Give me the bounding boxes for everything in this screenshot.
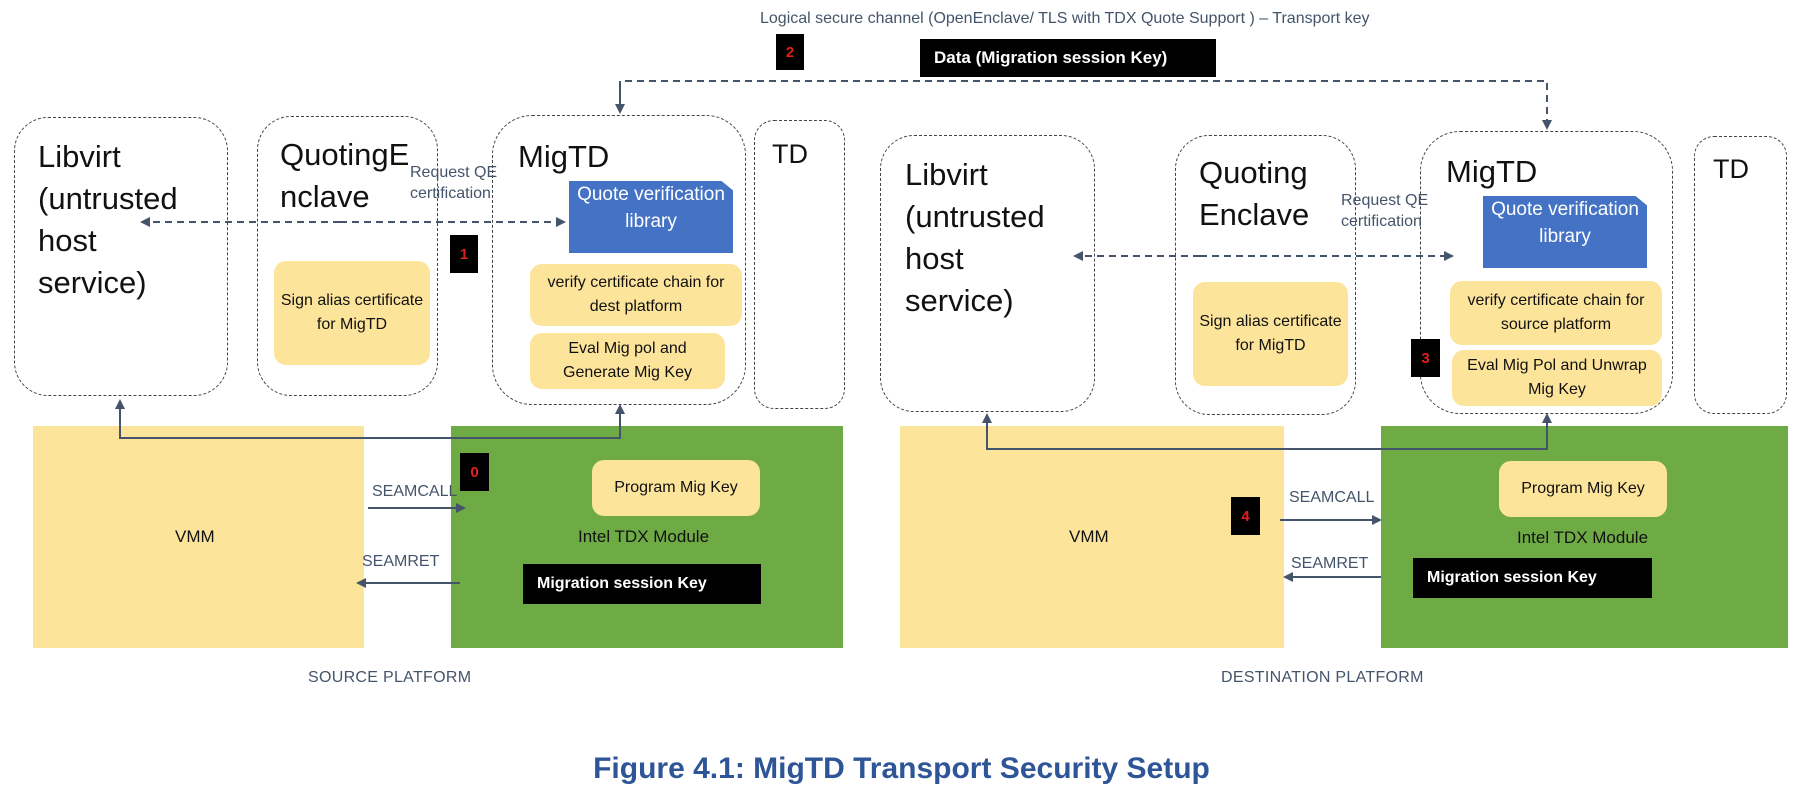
- dest-seamret-label: SEAMRET: [1291, 555, 1369, 572]
- source-migtd-title: MigTD: [518, 139, 610, 174]
- source-libvirt-box: [14, 117, 228, 396]
- dest-qe-sign-alias: Sign alias certificate for MigTD: [1193, 282, 1348, 386]
- source-seamret-label: SEAMRET: [362, 553, 440, 570]
- source-quoting-enclave-label: QuotingE nclave: [280, 137, 410, 214]
- dest-libvirt-box: [880, 135, 1095, 412]
- dest-platform-label: DESTINATION PLATFORM: [1221, 669, 1424, 686]
- step-4-badge: 4: [1231, 497, 1260, 535]
- dest-libvirt-label: Libvirt (untrusted host service): [905, 157, 1045, 318]
- source-td-box: [754, 120, 845, 409]
- dest-libvirt-migtd-connector: [986, 418, 1548, 450]
- source-vmm-label: VMM: [175, 527, 215, 546]
- source-qe-sign-alias: Sign alias certificate for MigTD: [274, 261, 430, 365]
- source-verify-cert-chain: verify certificate chain for dest platfo…: [530, 264, 742, 326]
- source-libvirt-label: Libvirt (untrusted host service): [38, 139, 178, 300]
- dest-seamcall-label: SEAMCALL: [1289, 489, 1375, 506]
- dest-request-qe-label: Request QE certification: [1341, 192, 1429, 230]
- dest-quote-verification-library: Quote verification library: [1483, 196, 1647, 268]
- step-1-badge: 1: [450, 235, 478, 273]
- step-3-badge: 3: [1411, 339, 1440, 377]
- data-migration-session-key-box: Data (Migration session Key): [920, 39, 1216, 77]
- step-2-badge: 2: [776, 34, 804, 70]
- source-program-mig-key: Program Mig Key: [592, 460, 760, 516]
- source-request-qe-label: Request QE certification: [410, 164, 498, 202]
- dest-vmm-label: VMM: [1069, 527, 1109, 546]
- source-seamcall-label: SEAMCALL: [372, 483, 458, 500]
- source-quote-verification-library: Quote verification library: [569, 181, 733, 253]
- source-migration-session-key: Migration session Key: [523, 564, 761, 604]
- source-eval-mig-pol: Eval Mig pol and Generate Mig Key: [530, 333, 725, 389]
- step-0-badge: 0: [460, 453, 489, 491]
- source-platform-label: SOURCE PLATFORM: [308, 669, 472, 686]
- source-td-label: TD: [772, 139, 808, 169]
- dest-tdx-module-label: Intel TDX Module: [1517, 528, 1649, 547]
- source-vmm-block: [33, 426, 364, 648]
- figure-caption: Figure 4.1: MigTD Transport Security Set…: [593, 752, 1210, 785]
- source-tdx-module-label: Intel TDX Module: [578, 527, 710, 546]
- secure-channel-label: Logical secure channel (OpenEnclave/ TLS…: [760, 10, 1370, 27]
- dest-quoting-enclave-label: Quoting Enclave: [1199, 155, 1310, 232]
- dest-td-box: [1694, 136, 1787, 414]
- dest-td-label: TD: [1713, 154, 1749, 184]
- secure-channel-connector: [619, 80, 1552, 130]
- source-libvirt-migtd-connector: [119, 401, 621, 439]
- dest-migration-session-key: Migration session Key: [1413, 558, 1652, 598]
- dest-eval-mig-pol: Eval Mig Pol and Unwrap Mig Key: [1452, 350, 1662, 406]
- dest-vmm-block: [900, 426, 1284, 648]
- dest-migtd-title: MigTD: [1446, 154, 1538, 189]
- dest-program-mig-key: Program Mig Key: [1499, 461, 1667, 517]
- dest-verify-cert-chain: verify certificate chain for source plat…: [1450, 281, 1662, 345]
